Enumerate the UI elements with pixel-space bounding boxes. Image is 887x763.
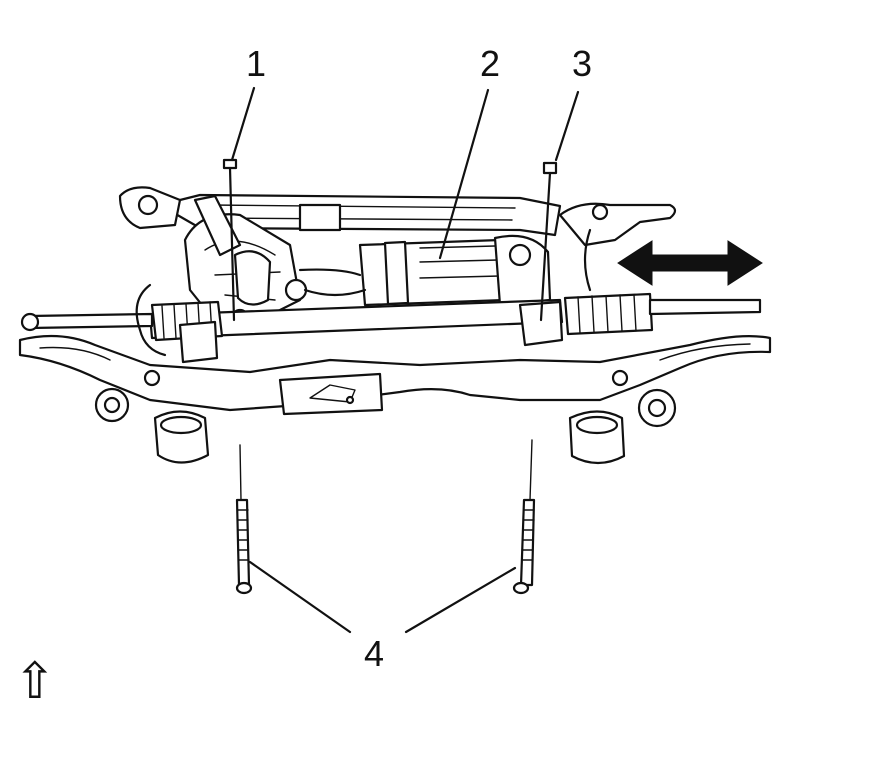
bolt-right	[512, 439, 536, 595]
leader-lines	[230, 86, 580, 634]
movement-double-arrow-icon	[617, 240, 763, 286]
steering-gear-housing	[183, 194, 308, 328]
assist-motor	[298, 234, 552, 307]
front-direction-arrow-icon: ⇧	[14, 652, 56, 710]
stud-3	[539, 161, 558, 322]
callout-3: 3	[572, 43, 593, 84]
front-subframe	[18, 228, 772, 465]
bolt-left	[235, 444, 253, 595]
callout-4: 4	[364, 633, 385, 674]
callout-1: 1	[246, 43, 267, 84]
callout-2: 2	[480, 43, 501, 84]
steering-rack	[20, 292, 762, 364]
